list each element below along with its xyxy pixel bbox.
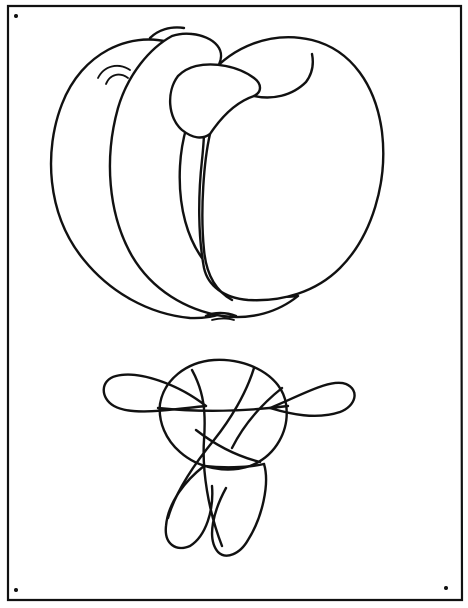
- knot-left-loop: [104, 375, 206, 412]
- corner-dot-top-left: [14, 14, 18, 18]
- corner-dot-bottom-left: [14, 588, 18, 592]
- sealed-pot-surface: [51, 27, 383, 320]
- knot-lower-strand: [204, 464, 264, 467]
- knot-diagonal-a: [192, 370, 222, 546]
- corner-dot-bottom-right: [444, 586, 448, 590]
- knot-central-ring: [160, 360, 287, 470]
- knot-diagonal-d: [196, 430, 260, 462]
- knot-projection-diagram: [104, 360, 355, 556]
- pot-bottom-mark-inner: [212, 319, 234, 321]
- knot-diagonal-c: [232, 388, 282, 448]
